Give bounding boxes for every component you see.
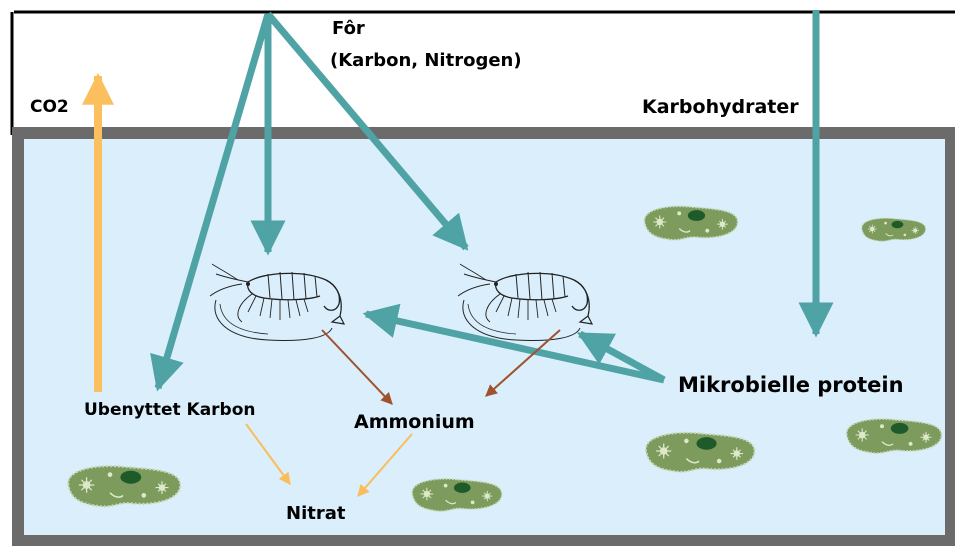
carbohydrates-label: Karbohydrater (642, 96, 799, 118)
biofloc-icon (862, 218, 926, 241)
biofloc-icon (646, 433, 755, 472)
ammonium-label: Ammonium (354, 411, 475, 433)
microbial-protein-label: Mikrobielle protein (678, 373, 904, 397)
feed-label: Fôr (332, 18, 365, 39)
biofloc-icon (645, 206, 738, 239)
unused-carbon-label: Ubenyttet Karbon (84, 400, 256, 420)
co2-label: CO2 (30, 97, 69, 117)
nitrate-label: Nitrat (286, 503, 346, 524)
biofloc-icon (412, 479, 502, 511)
biofloc-icon (68, 466, 180, 506)
biofloc-icon (847, 419, 942, 453)
feed-sublabel: (Karbon, Nitrogen) (330, 50, 522, 71)
